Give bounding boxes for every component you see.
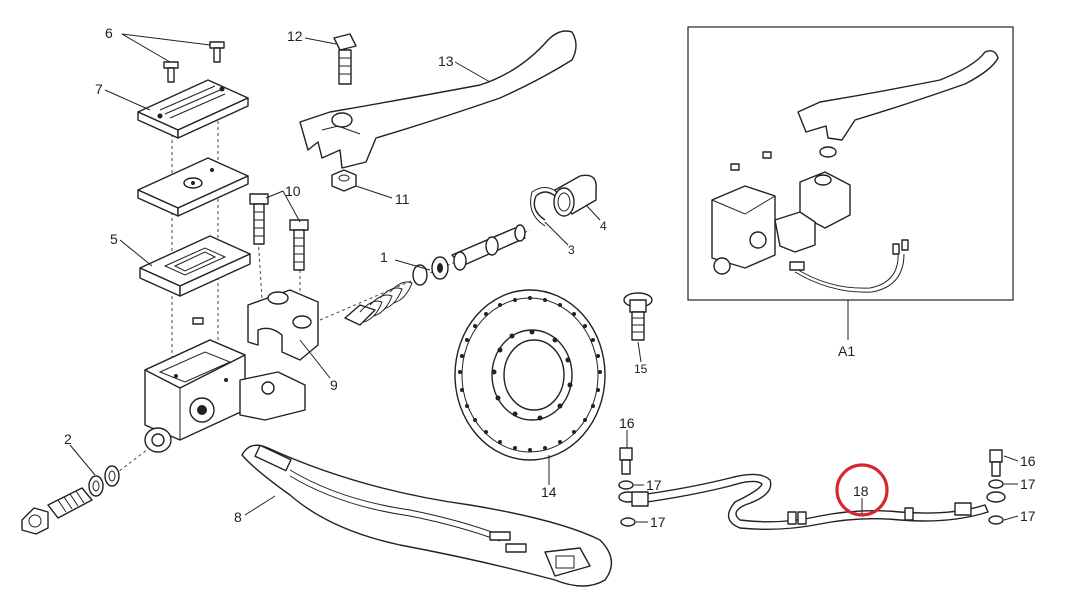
callout-11: 11 bbox=[395, 191, 410, 207]
callout-3: 3 bbox=[568, 243, 575, 257]
highlight-circle bbox=[835, 463, 889, 517]
piston-assembly bbox=[344, 224, 526, 326]
callout-17-right-top: 17 bbox=[1020, 476, 1036, 492]
callout-labels: 1 2 3 4 5 6 7 8 9 10 11 12 13 14 15 16 1… bbox=[64, 25, 1036, 530]
callout-5: 5 bbox=[110, 231, 118, 247]
brake-disc bbox=[454, 289, 606, 461]
callout-9: 9 bbox=[330, 377, 338, 393]
callout-8: 8 bbox=[234, 509, 242, 525]
reservoir-plate bbox=[137, 157, 249, 217]
callout-2: 2 bbox=[64, 431, 72, 447]
callout-15: 15 bbox=[634, 362, 648, 376]
brake-lever bbox=[299, 30, 577, 169]
callout-17-right-bottom: 17 bbox=[1020, 508, 1036, 524]
lever-pivot-screw bbox=[333, 33, 357, 85]
hose-fittings-left bbox=[618, 447, 638, 527]
master-cylinder-body bbox=[144, 339, 306, 453]
clamp-bolts bbox=[249, 193, 309, 271]
callout-17-left-bottom: 17 bbox=[650, 514, 666, 530]
circlip bbox=[530, 187, 561, 227]
reservoir-cap-screws bbox=[163, 41, 225, 83]
leader-lines bbox=[69, 33, 1019, 523]
callout-12: 12 bbox=[287, 28, 303, 44]
brake-light-switch-wire bbox=[241, 444, 613, 587]
lever-nut bbox=[331, 169, 357, 192]
hose-fittings-right bbox=[986, 449, 1006, 525]
clip bbox=[192, 317, 204, 325]
callout-10: 10 bbox=[285, 183, 301, 199]
assembly-inset-a1 bbox=[687, 26, 1014, 301]
callout-16-right: 16 bbox=[1020, 453, 1036, 469]
callout-4: 4 bbox=[600, 219, 607, 233]
dust-boot bbox=[553, 174, 597, 217]
callout-6: 6 bbox=[105, 25, 113, 41]
callout-a1: A1 bbox=[838, 343, 855, 359]
callout-16-left: 16 bbox=[619, 415, 635, 431]
reservoir-cap bbox=[137, 79, 249, 139]
handlebar-clamp bbox=[247, 289, 319, 361]
callout-1: 1 bbox=[380, 249, 388, 265]
diaphragm bbox=[139, 235, 251, 297]
callout-14: 14 bbox=[541, 484, 557, 500]
brake-hose bbox=[631, 473, 989, 531]
callout-13: 13 bbox=[438, 53, 454, 69]
banjo-bolt-and-washers bbox=[21, 465, 120, 535]
disc-holes bbox=[458, 296, 602, 452]
callout-18: 18 bbox=[853, 483, 869, 499]
callout-17-left-top: 17 bbox=[646, 477, 662, 493]
disc-bolt bbox=[623, 292, 653, 341]
callout-7: 7 bbox=[95, 81, 103, 97]
